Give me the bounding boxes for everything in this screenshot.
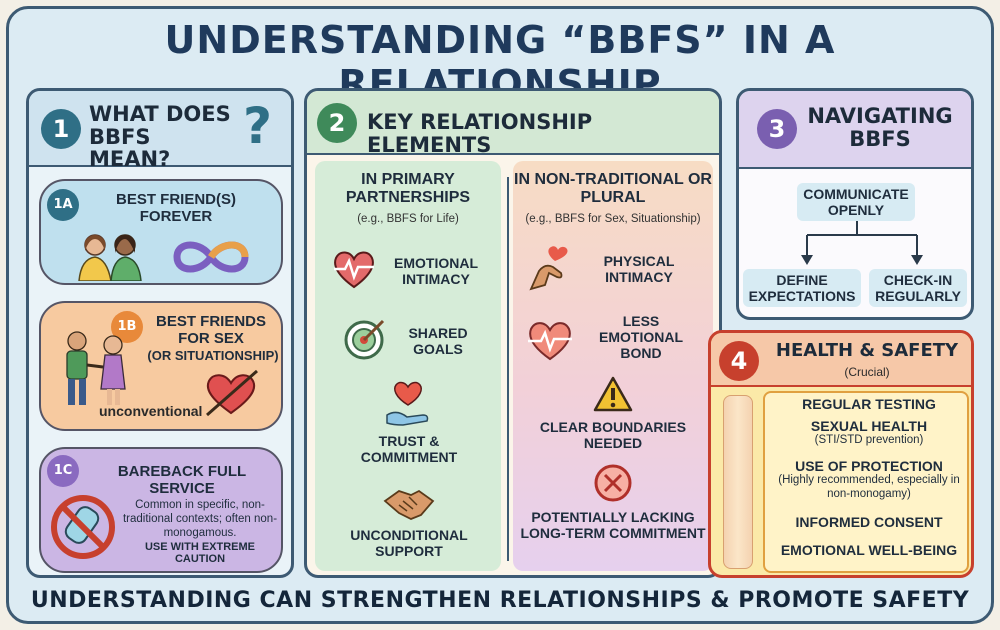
primary-item-3: TRUST & COMMITMENT bbox=[360, 433, 458, 466]
non-traditional-item-3: CLEAR BOUNDARIES NEEDED bbox=[539, 419, 687, 452]
panel3-header: 3 NAVIGATING BBFS bbox=[739, 91, 971, 169]
panel4-subheading: (Crucial) bbox=[844, 365, 890, 379]
footer-message: UNDERSTANDING CAN STRENGTHEN RELATIONSHI… bbox=[30, 588, 970, 613]
non-traditional-item-4: POTENTIALLY LACKING LONG-TERM COMMITMENT bbox=[520, 509, 706, 542]
card-1b-subtitle: (OR SITUATIONSHIP) bbox=[147, 348, 279, 363]
panel1-heading: WHAT DOES BBFS MEAN? bbox=[89, 102, 231, 172]
panel3-heading: NAVIGATING BBFS bbox=[807, 104, 953, 151]
health-item-1: REGULAR TESTING bbox=[802, 396, 936, 412]
step-number-3: 3 bbox=[757, 109, 797, 149]
couple-icon bbox=[66, 331, 126, 405]
question-mark-icon: ? bbox=[243, 97, 273, 155]
define-expectations-box: DEFINE EXPECTATIONS bbox=[743, 269, 861, 308]
non-traditional-column-subtitle: (e.g., BBFS for Sex, Situationship) bbox=[525, 213, 701, 225]
card-1a-title: BEST FRIEND(S) FOREVER bbox=[116, 191, 236, 226]
primary-item-1: EMOTIONAL INTIMACY bbox=[394, 255, 478, 288]
primary-item-4: UNCONDITIONAL SUPPORT bbox=[350, 527, 468, 560]
panel-key-relationship-elements: 2 KEY RELATIONSHIP ELEMENTS IN PRIMARY P… bbox=[304, 88, 722, 578]
handshake-icon bbox=[383, 489, 435, 520]
non-traditional-item-1: PHYSICAL INTIMACY bbox=[603, 253, 675, 286]
card-1a: 1A BEST FRIEND(S) FOREVER bbox=[39, 179, 283, 285]
health-item-2: SEXUAL HEALTH(STI/STD prevention) bbox=[810, 418, 928, 447]
panel4-heading: HEALTH & SAFETY bbox=[775, 340, 959, 361]
badge-1c: 1C bbox=[47, 455, 79, 487]
step-number-4: 4 bbox=[719, 341, 759, 381]
crossed-heart-icon bbox=[206, 369, 258, 417]
column-divider bbox=[507, 177, 509, 561]
panel2-header: 2 KEY RELATIONSHIP ELEMENTS bbox=[307, 91, 719, 157]
primary-column-subtitle: (e.g., BBFS for Life) bbox=[357, 213, 459, 225]
no-condom-icon bbox=[51, 495, 115, 559]
panel-health-and-safety: 4 HEALTH & SAFETY (Crucial) REGULAR TEST… bbox=[708, 330, 974, 578]
infinity-icon bbox=[173, 241, 249, 273]
badge-1b: 1B bbox=[111, 311, 143, 343]
health-item-5: EMOTIONAL WELL-BEING bbox=[780, 542, 958, 558]
step-number-2: 2 bbox=[317, 103, 357, 143]
card-1b-title: BEST FRIENDS FOR SEX bbox=[155, 313, 266, 348]
panel-navigating-bbfs: 3 NAVIGATING BBFS COMMUNICATE OPENLY DEF… bbox=[736, 88, 974, 320]
check-in-regularly-box: CHECK-IN REGULARLY bbox=[869, 269, 967, 308]
heart-hand-icon bbox=[386, 381, 429, 426]
target-icon bbox=[344, 319, 385, 360]
heartbeat-icon bbox=[334, 251, 374, 289]
health-item-3: USE OF PROTECTION(Highly recommended, es… bbox=[778, 458, 960, 500]
primary-partnerships-column: IN PRIMARY PARTNERSHIPS (e.g., BBFS for … bbox=[315, 161, 501, 571]
primary-item-2: SHARED GOALS bbox=[408, 325, 468, 358]
card-1c: 1C BAREBACK FULL SERVICE Common in speci… bbox=[39, 447, 283, 573]
x-circle-icon bbox=[594, 464, 632, 502]
primary-column-title: IN PRIMARY PARTNERSHIPS bbox=[345, 171, 471, 206]
panel4-header: 4 HEALTH & SAFETY (Crucial) bbox=[711, 333, 971, 387]
health-item-4: INFORMED CONSENT bbox=[795, 514, 943, 530]
test-strip-icon bbox=[723, 395, 753, 569]
hand-heart-icon bbox=[529, 246, 568, 291]
step-number-1: 1 bbox=[41, 109, 81, 149]
card-1c-desc: Common in specific, non-traditional cont… bbox=[122, 499, 278, 539]
communicate-openly-box: COMMUNICATE OPENLY bbox=[797, 183, 915, 222]
non-traditional-column: IN NON-TRADITIONAL OR PLURAL (e.g., BBFS… bbox=[513, 161, 713, 571]
non-traditional-item-2: LESS EMOTIONAL BOND bbox=[599, 313, 683, 362]
two-friends-icon bbox=[78, 234, 142, 281]
unconventional-note: unconventional bbox=[99, 403, 203, 419]
non-traditional-column-title: IN NON-TRADITIONAL OR PLURAL bbox=[514, 171, 712, 206]
warning-icon bbox=[593, 376, 633, 412]
panel2-heading: KEY RELATIONSHIP ELEMENTS bbox=[367, 110, 593, 157]
badge-1a: 1A bbox=[47, 189, 79, 221]
card-1b: 1B BEST FRIENDS FOR SEX (OR SITUATIONSHI… bbox=[39, 301, 283, 431]
faint-heartbeat-icon bbox=[528, 322, 572, 361]
card-1c-title: BAREBACK FULL SERVICE bbox=[117, 463, 247, 498]
health-list-box bbox=[763, 391, 969, 573]
card-1c-warning: USE WITH EXTREME CAUTION bbox=[144, 541, 255, 565]
panel-what-does-bbfs-mean: 1 WHAT DOES BBFS MEAN? ? 1A BEST FRIEND(… bbox=[26, 88, 294, 578]
flow-arrows bbox=[801, 221, 923, 265]
panel1-header: 1 WHAT DOES BBFS MEAN? ? bbox=[29, 91, 291, 171]
